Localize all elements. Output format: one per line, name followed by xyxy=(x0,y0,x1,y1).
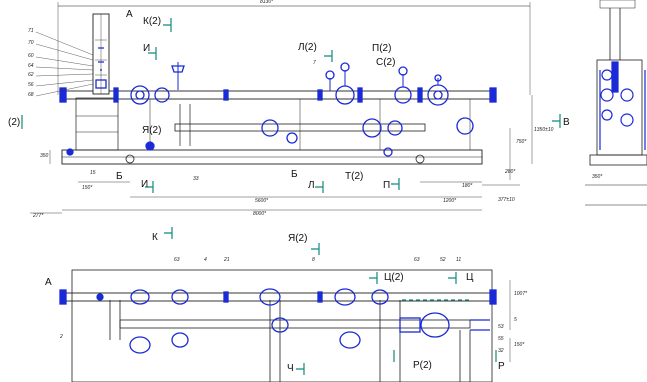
section-label-t: Т(2) xyxy=(345,171,364,182)
callout-60: 60 xyxy=(28,53,34,59)
dim-350: 350 xyxy=(40,153,49,159)
plan-view-equipment xyxy=(59,288,497,354)
plan-callout-21: 21 xyxy=(224,257,230,263)
valve-1 xyxy=(130,85,150,105)
dim-377: 377±10 xyxy=(498,197,515,203)
plan-callout-2: 2 xyxy=(60,334,63,340)
overall-dimension: 8130* xyxy=(260,0,274,5)
dim-150: 150* xyxy=(82,185,93,191)
section-label-k-bottom: К xyxy=(152,232,158,243)
callout-68: 68 xyxy=(28,92,34,98)
callout-33: 33 xyxy=(193,176,199,182)
section-label-b-right: В xyxy=(563,117,570,128)
dim-1350: 1350±10 xyxy=(534,127,554,133)
valve-9 xyxy=(456,117,474,135)
flange-left xyxy=(59,87,67,103)
plan-dim-5: 5 xyxy=(514,317,517,323)
front-view-dimensions xyxy=(30,95,533,214)
left-module xyxy=(75,97,119,151)
dim-8000: 8000* xyxy=(253,211,267,217)
section-label-ya: Я(2) xyxy=(142,125,162,136)
dim-180: 180* xyxy=(462,183,473,189)
side-view xyxy=(585,0,647,206)
plan-callout-8: 8 xyxy=(312,257,315,263)
plan-label-ya: Я(2) xyxy=(288,233,308,244)
plan-callout-63: 63 xyxy=(174,257,180,263)
section-label-k: К(2) xyxy=(143,16,162,27)
section-label-a: А xyxy=(126,9,133,20)
dim-277: 277* xyxy=(33,213,44,219)
front-view xyxy=(57,2,531,165)
plan-label-a: А xyxy=(45,277,52,288)
plan-label-ch: Ч xyxy=(287,363,294,374)
callout-70: 70 xyxy=(28,40,34,46)
dim-1200: 1200* xyxy=(443,198,457,204)
section-label-i-bottom: И xyxy=(141,179,149,190)
side-dim-350: 350* xyxy=(592,174,603,180)
section-label-left-cut: (2) xyxy=(8,117,21,128)
callout-64: 64 xyxy=(28,63,34,69)
callout-62: 62 xyxy=(28,72,34,78)
plan-frame xyxy=(71,269,493,382)
front-view-equipment xyxy=(59,47,497,157)
flange-right xyxy=(489,87,497,103)
plan-dim-1007: 1007* xyxy=(514,291,528,297)
plan-callout-32: 32 xyxy=(498,348,504,354)
valve-7 xyxy=(362,118,382,138)
dim-750: 750* xyxy=(516,139,527,145)
plan-callout-53: 53 xyxy=(498,324,504,330)
plan-label-r2: Р(2) xyxy=(413,360,432,371)
dim-5600: 5600* xyxy=(255,198,269,204)
plan-label-c: Ц(2) xyxy=(384,272,404,283)
callout-7: 7 xyxy=(313,60,316,66)
section-marks xyxy=(21,18,561,255)
callout-56: 56 xyxy=(28,82,34,88)
plan-label-c2: Ц xyxy=(466,272,474,283)
section-label-p: П(2) xyxy=(372,43,392,54)
callout-15: 15 xyxy=(90,170,96,176)
plan-dim-150: 150* xyxy=(514,342,525,348)
plan-callout-52: 52 xyxy=(440,257,446,263)
valve-6 xyxy=(261,119,279,137)
section-label-b2: Б xyxy=(291,169,298,180)
plan-callout-4: 4 xyxy=(204,257,207,263)
valve-8 xyxy=(387,120,403,136)
plan-callout-55: 55 xyxy=(498,336,504,342)
plan-label-r: Р xyxy=(498,361,505,372)
plan-callout-11: 11 xyxy=(456,257,462,263)
section-label-s: С(2) xyxy=(376,57,396,68)
section-label-p2: П xyxy=(383,180,391,191)
section-label-i-top: И xyxy=(143,43,151,54)
section-label-l: Л(2) xyxy=(298,42,317,53)
valve-2 xyxy=(154,87,170,103)
section-label-l2: Л xyxy=(308,180,315,191)
plan-callout-63b: 63 xyxy=(414,257,420,263)
callout-71: 71 xyxy=(28,28,34,34)
dim-280: 280* xyxy=(505,169,516,175)
section-label-b: Б xyxy=(116,171,123,182)
